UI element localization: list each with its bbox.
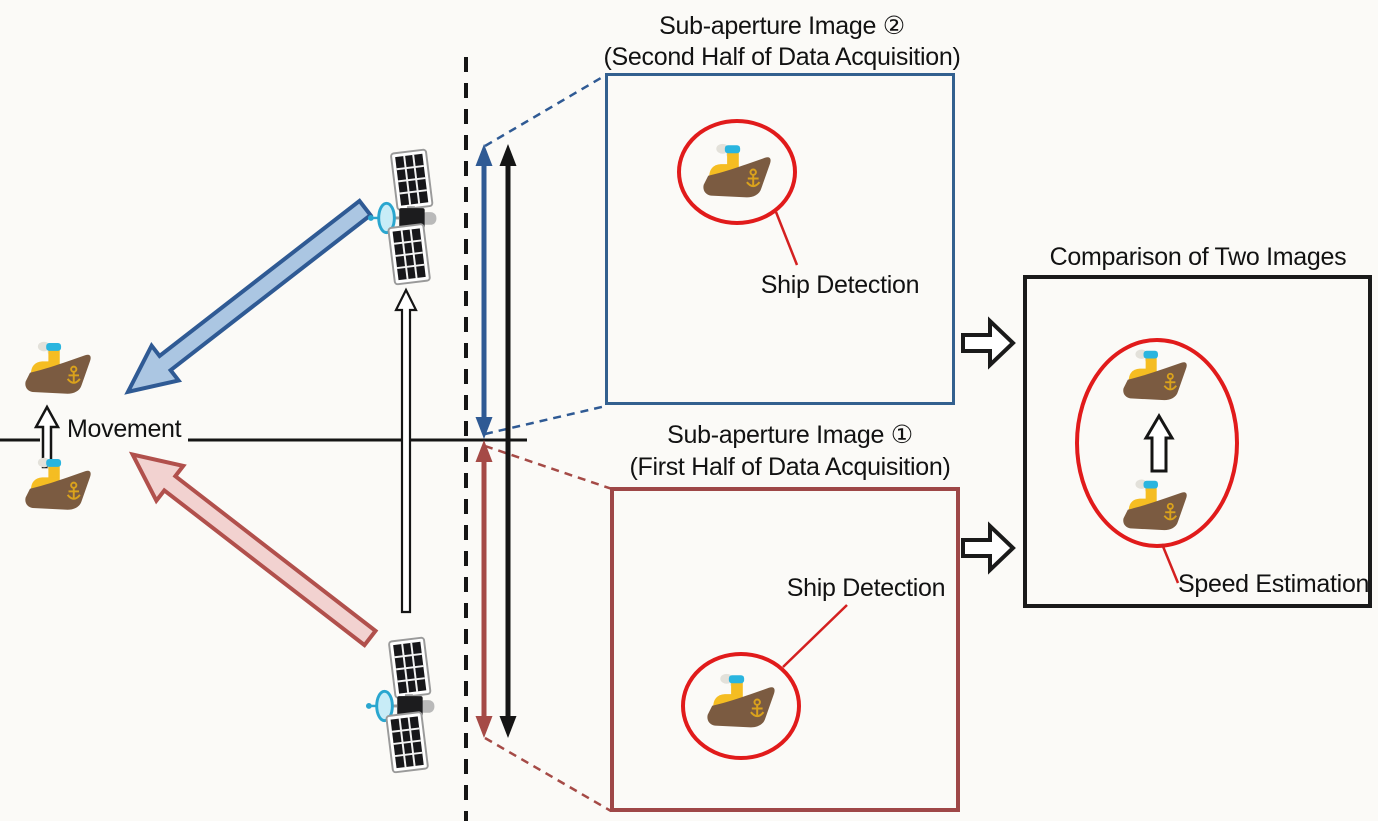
displacement-up-hollow-arrow-icon <box>1143 413 1175 473</box>
flow-right-hollow-arrow-icon-bottom <box>961 521 1016 575</box>
comparison-title: Comparison of Two Images <box>1049 243 1347 271</box>
ship-detection-label-sub1: Ship Detection <box>786 574 946 602</box>
sub1-connector-bottom <box>484 736 612 813</box>
leader-line-sub1 <box>782 604 848 668</box>
sub-aperture-1-box <box>610 487 960 812</box>
detection-ellipse-sub1 <box>681 652 801 760</box>
leader-line-speed <box>1160 543 1180 584</box>
full-aperture-span-arrow <box>499 144 517 738</box>
up-thin-hollow-arrow-icon <box>394 287 418 614</box>
radar-beam-arrow-first-half <box>128 451 379 648</box>
sub-aperture-2-title: Sub-aperture Image ② <box>659 12 905 40</box>
ship-icon-comparison-top <box>1116 344 1194 412</box>
ship-icon-sub1 <box>700 668 782 740</box>
sub2-aperture-span-arrow <box>475 144 493 439</box>
satellite-icon-top <box>366 146 454 286</box>
movement-label: Movement <box>64 415 185 444</box>
sub-aperture-2-box <box>605 73 955 405</box>
ship-icon-comparison-bottom <box>1116 474 1194 542</box>
radar-beam-arrow-second-half <box>124 198 374 395</box>
sub1-connector-top <box>484 444 613 491</box>
detection-ellipse-sub2 <box>677 119 797 225</box>
comparison-ellipse <box>1075 338 1239 548</box>
leader-line-sub2 <box>774 211 799 266</box>
ship-icon-scene-bottom <box>18 452 98 522</box>
ship-icon-scene-top <box>18 336 98 406</box>
satellite-icon-bottom <box>364 634 452 774</box>
sub-aperture-1-subtitle: (First Half of Data Acquisition) <box>629 453 951 481</box>
sub1-aperture-span-arrow <box>475 440 493 738</box>
ship-detection-label-sub2: Ship Detection <box>760 271 920 299</box>
sub2-connector-bottom <box>484 404 607 436</box>
sub2-connector-top <box>484 73 607 148</box>
ship-icon-sub2 <box>696 138 778 210</box>
comparison-box <box>1023 275 1372 608</box>
sub-aperture-2-subtitle: (Second Half of Data Acquisition) <box>603 43 961 71</box>
speed-estimation-label: Speed Estimation <box>1178 570 1370 598</box>
flow-right-hollow-arrow-icon-top <box>961 316 1016 370</box>
sub-aperture-1-title: Sub-aperture Image ① <box>667 421 913 449</box>
movement-up-hollow-arrow-icon <box>33 404 61 469</box>
